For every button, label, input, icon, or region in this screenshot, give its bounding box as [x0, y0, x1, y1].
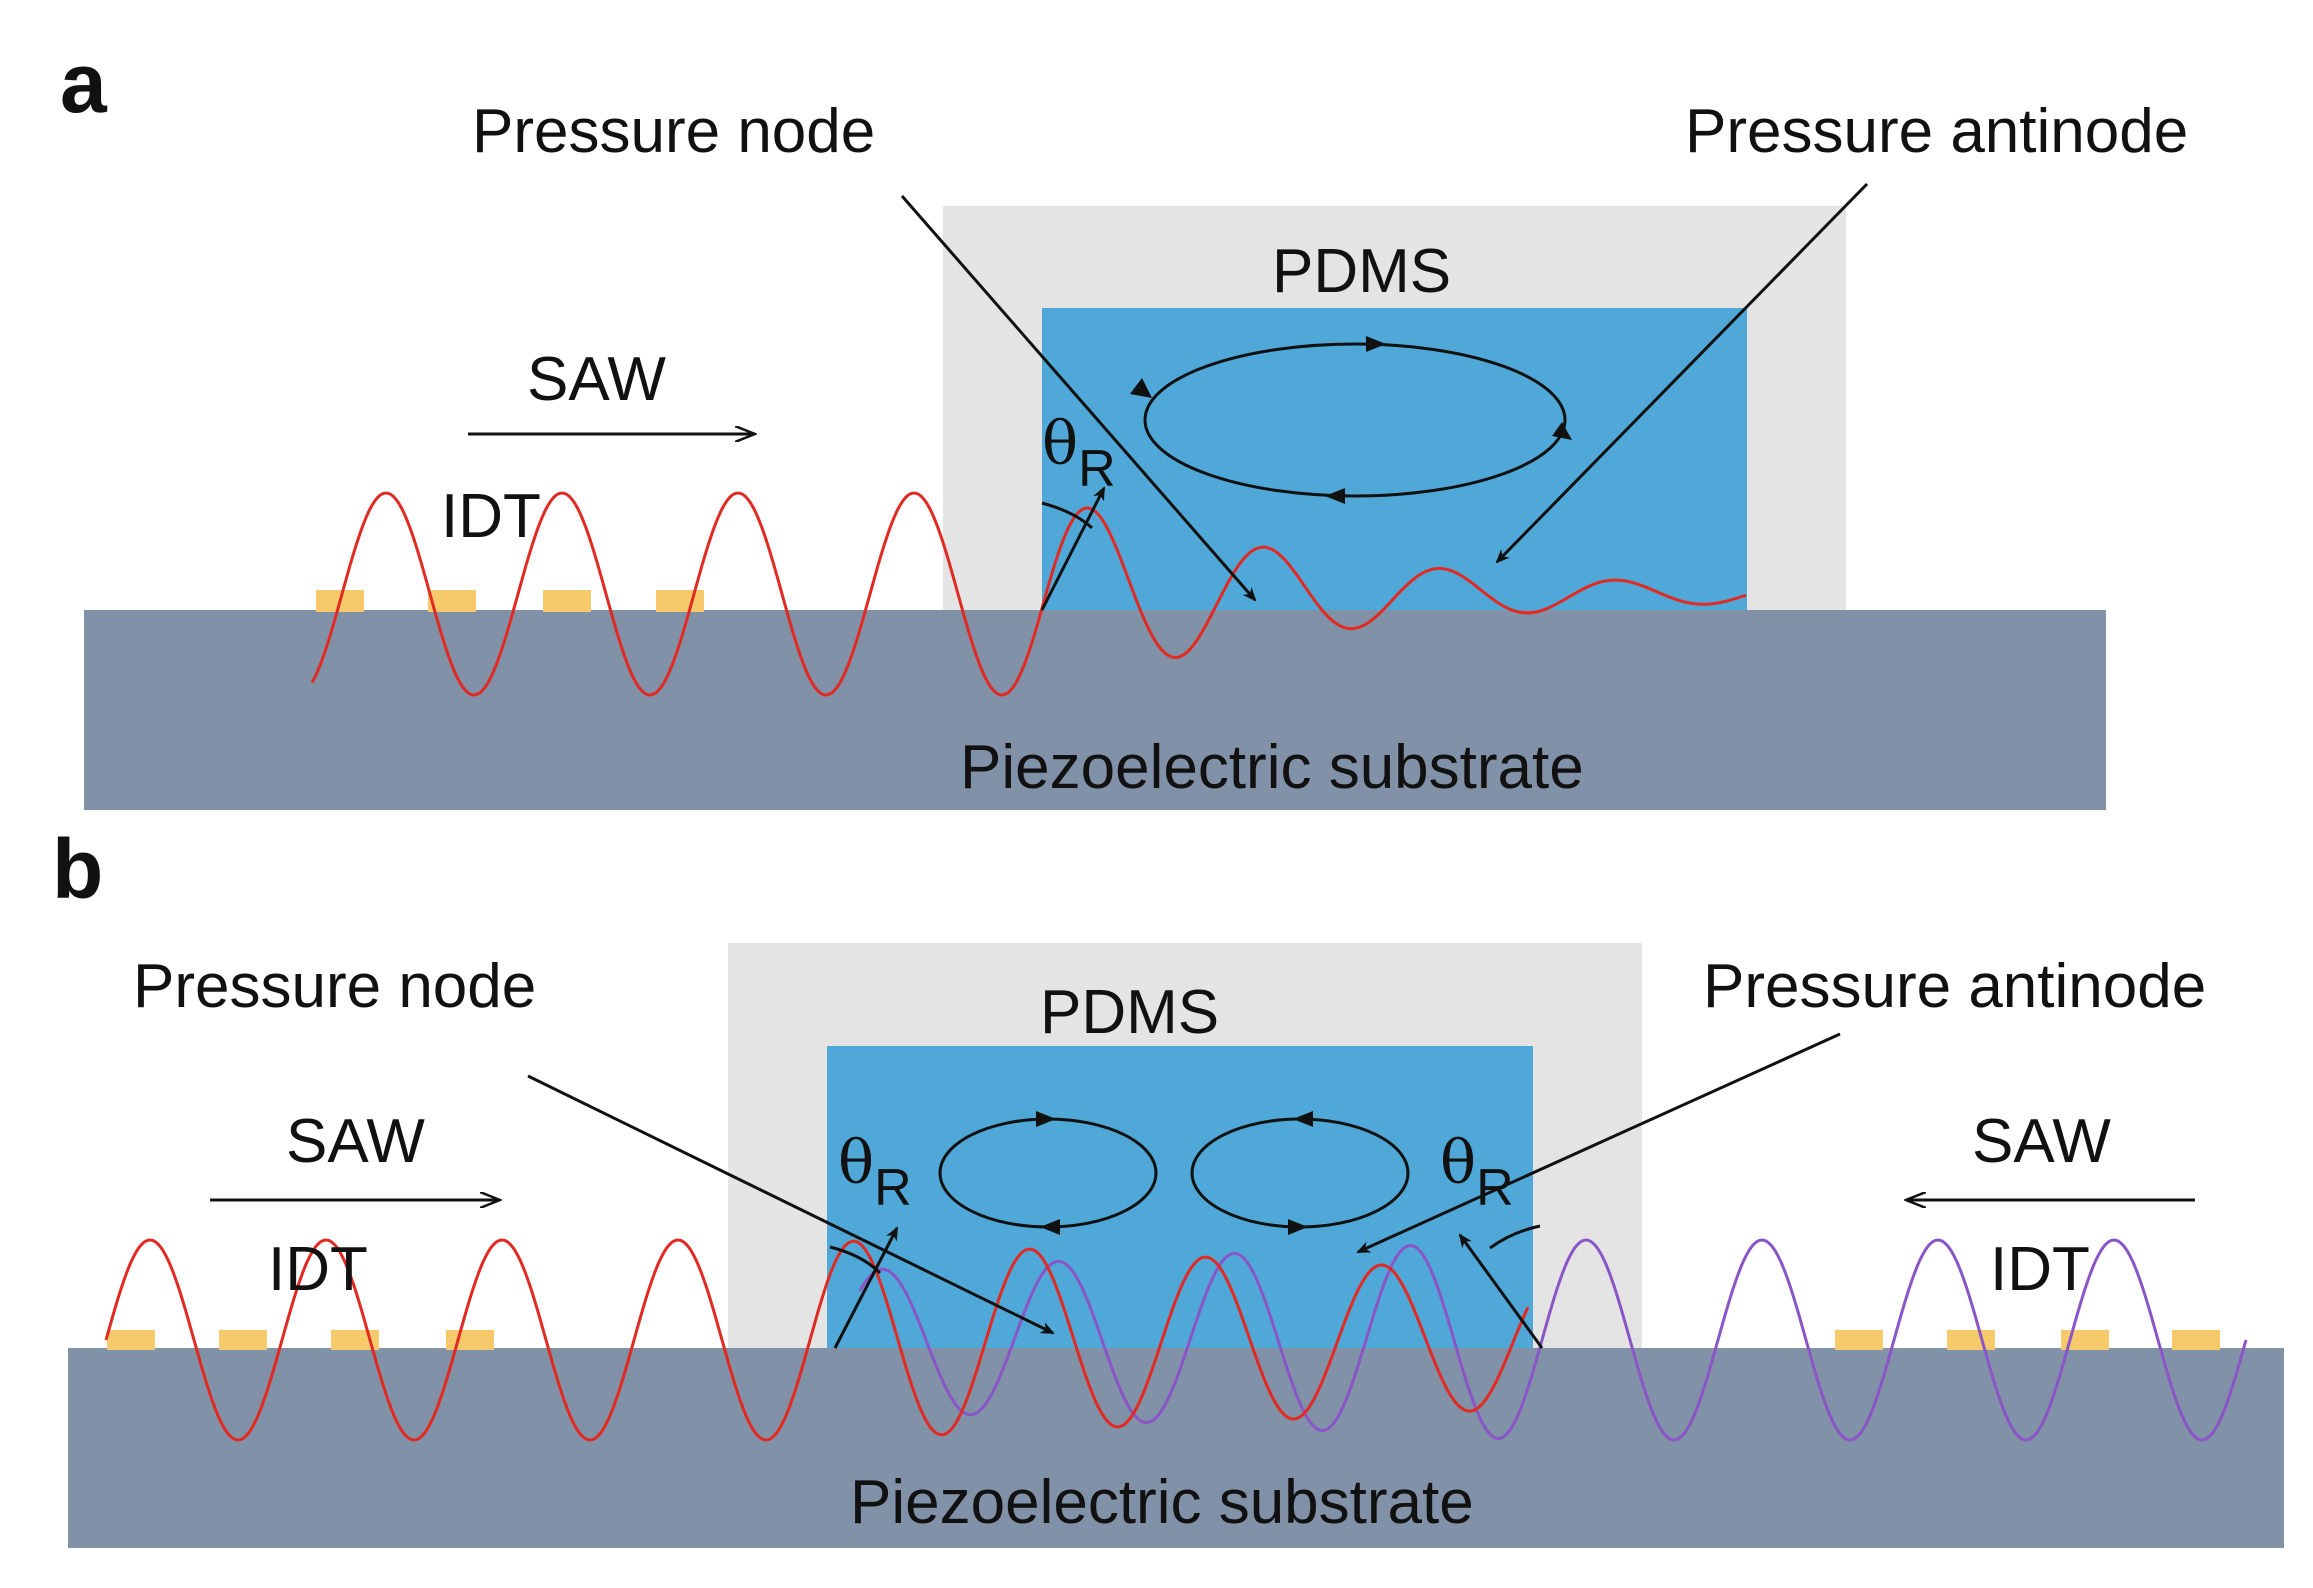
- pressure-antinode-label: Pressure antinode: [1703, 952, 2206, 1021]
- saw-label: SAW: [527, 345, 666, 414]
- antinode-pointer-line: [1495, 182, 1869, 564]
- idt-label-right: IDT: [1990, 1235, 2090, 1304]
- theta-r-label: θR: [1042, 409, 1116, 498]
- idt-electrode: [1835, 1330, 1883, 1350]
- pdms-label: PDMS: [1040, 978, 1219, 1047]
- idt-electrode: [1947, 1330, 1995, 1350]
- antinode-pointer-line: [1356, 1032, 1841, 1254]
- idt-electrode: [331, 1330, 379, 1350]
- idt-electrodes: [316, 590, 704, 612]
- rayleigh-angle-arc: [1041, 501, 1094, 530]
- substrate-label: Piezoelectric substrate: [850, 1468, 1474, 1537]
- idt-electrode: [2172, 1330, 2220, 1350]
- idt-electrodes-right: [1835, 1330, 2220, 1350]
- pdms-label: PDMS: [1272, 237, 1451, 306]
- panel-letter-a: a: [60, 36, 108, 130]
- pressure-node-label: Pressure node: [472, 97, 875, 166]
- idt-electrodes-left: [107, 1330, 494, 1350]
- rayleigh-angle-arrow: [1040, 486, 1106, 611]
- vortex-right: [1190, 1111, 1410, 1235]
- idt-electrode: [446, 1330, 494, 1350]
- panel-b: b Pressure node Pressure antinode PDMS S…: [52, 822, 2284, 1548]
- idt-electrode: [107, 1330, 155, 1350]
- node-pointer-line: [527, 1074, 1055, 1335]
- idt-electrode: [543, 590, 591, 612]
- idt-electrode: [2061, 1330, 2109, 1350]
- saw-wave-right: [858, 1238, 2248, 1442]
- theta-r-label-right: θR: [1440, 1128, 1514, 1217]
- vortex: [1130, 336, 1572, 504]
- pressure-antinode-label: Pressure antinode: [1685, 97, 2188, 166]
- idt-label: IDT: [441, 482, 541, 551]
- saw-label-right: SAW: [1972, 1107, 2111, 1176]
- saw-label-left: SAW: [286, 1107, 425, 1176]
- idt-electrode: [219, 1330, 267, 1350]
- rayleigh-angle-arrow-left: [833, 1226, 899, 1349]
- saw-wave: [310, 491, 1747, 697]
- substrate-label: Piezoelectric substrate: [960, 733, 1584, 802]
- rayleigh-angle-arrow-right: [1458, 1233, 1544, 1349]
- saw-wave-left: [104, 1238, 1530, 1442]
- theta-r-label-left: θR: [838, 1128, 912, 1217]
- idt-electrode: [656, 590, 704, 612]
- rayleigh-angle-arc-left: [829, 1245, 882, 1275]
- rayleigh-angle-arc-right: [1489, 1224, 1541, 1250]
- node-pointer-line: [900, 195, 1257, 602]
- idt-label-left: IDT: [268, 1235, 368, 1304]
- vortex-left: [938, 1111, 1158, 1235]
- pressure-node-label: Pressure node: [133, 952, 536, 1021]
- idt-electrode: [428, 590, 476, 612]
- panel-letter-b: b: [52, 822, 103, 916]
- fluid-channel: [827, 1046, 1533, 1351]
- fluid-channel: [1042, 308, 1747, 612]
- piezoelectric-substrate: [84, 610, 2106, 810]
- panel-a: a Pressure node Pressure antinode PDMS S…: [60, 36, 2188, 810]
